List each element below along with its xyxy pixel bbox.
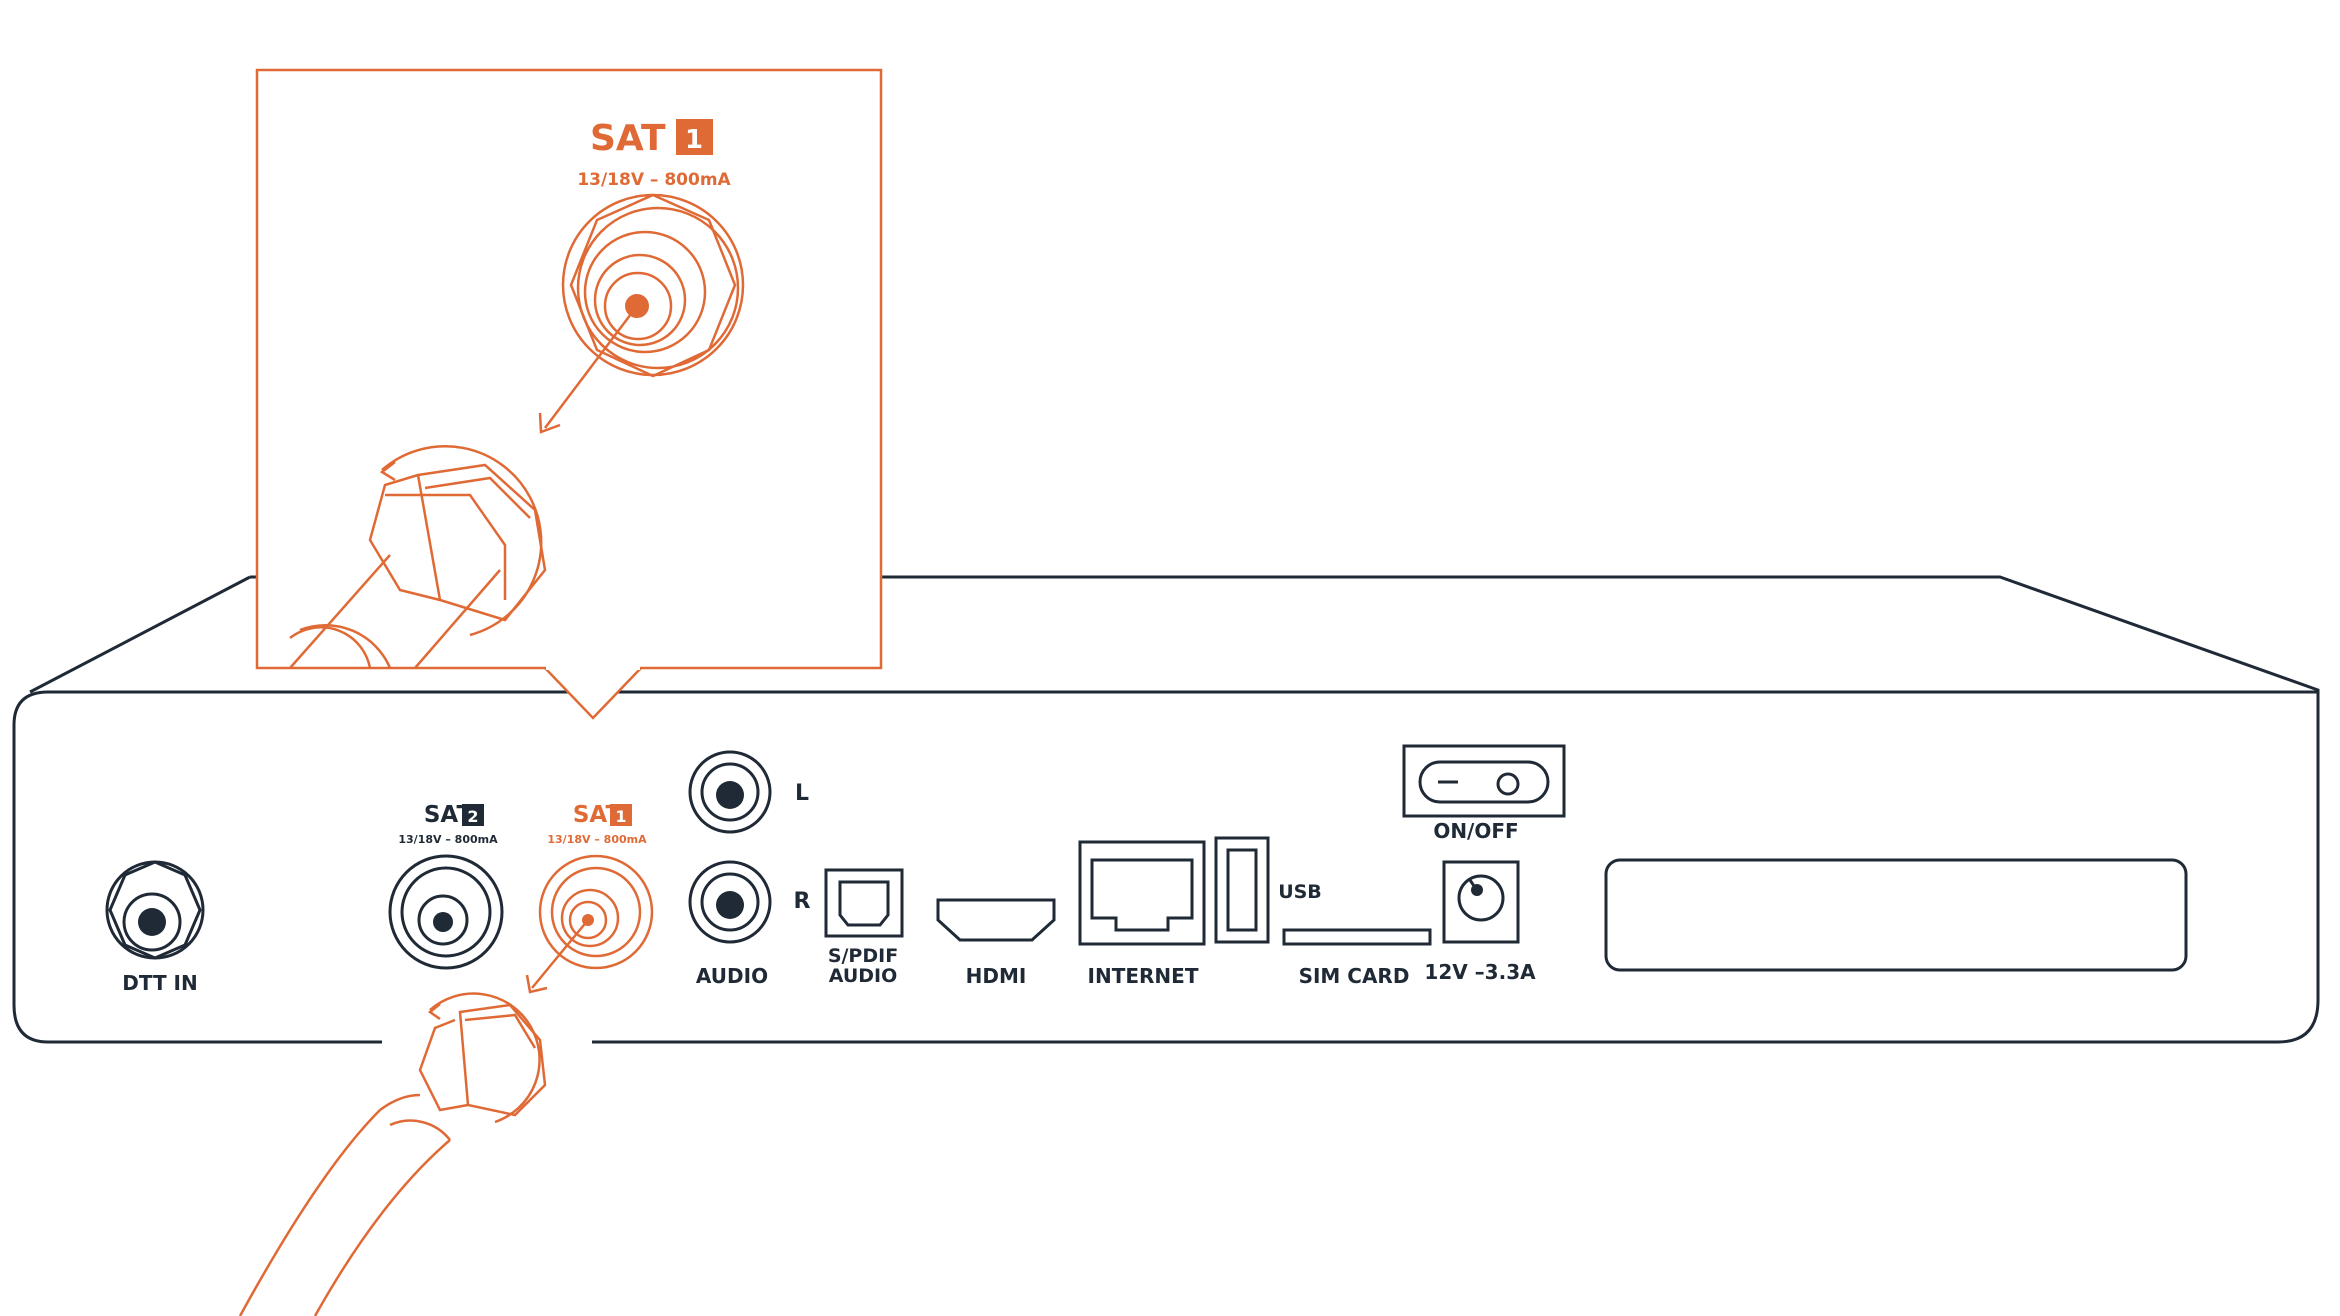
dtt-in-port: DTT IN: [105, 860, 205, 995]
audio-ports: L R AUDIO: [688, 750, 811, 988]
zoom-number-badge: [676, 119, 713, 155]
power-switch-icon: [1402, 744, 1566, 818]
usb-port-icon: [1214, 836, 1270, 944]
coax-connector-icon: [538, 854, 654, 970]
insert-arrow-icon: [538, 305, 638, 434]
on-off-label: ON/OFF: [1433, 819, 1518, 843]
sat1-number-badge: [610, 804, 632, 826]
ethernet-port-icon: [1078, 840, 1206, 946]
spdif-label-line1: S/PDIF: [828, 945, 898, 967]
zoom-number: 1: [685, 125, 703, 155]
usb-label: USB: [1278, 881, 1322, 903]
audio-label: AUDIO: [696, 964, 768, 988]
coax-connector-icon: [561, 193, 745, 378]
power-switch: ON/OFF: [1402, 744, 1566, 843]
power-spec-label: 12V –3.3A: [1424, 960, 1536, 984]
sat2-port: SAT 2 13/18V – 800mA: [388, 802, 504, 970]
sat1-spec: 13/18V – 800mA: [547, 833, 647, 846]
rotate-arrow-icon: [427, 992, 541, 1124]
dc-jack-icon: [1442, 860, 1520, 944]
sat1-number: 1: [615, 807, 626, 826]
zoom-port-label: SAT 1 13/18V – 800mA: [577, 118, 731, 190]
sim-card-slot: SIM CARD: [1282, 928, 1432, 988]
hdmi-label: HDMI: [966, 964, 1027, 988]
optical-port-icon: [824, 868, 904, 938]
internet-label: INTERNET: [1088, 964, 1199, 988]
spdif-port: S/PDIF AUDIO: [824, 868, 904, 987]
zoom-sat-label: SAT: [590, 118, 666, 159]
sat2-number: 2: [467, 807, 478, 826]
label-plate: [1604, 858, 2188, 972]
hdmi-port-icon: [936, 898, 1056, 942]
usb-port: USB: [1214, 836, 1322, 944]
rca-jack-icon: [688, 860, 772, 944]
zoom-callout: SAT 1 13/18V – 800mA: [255, 68, 883, 720]
sat1-cable: [238, 992, 547, 1316]
zoom-spec: 13/18V – 800mA: [577, 170, 731, 190]
audio-r-label: R: [794, 889, 811, 914]
hdmi-port: HDMI: [936, 898, 1056, 988]
dtt-in-label: DTT IN: [122, 971, 198, 995]
insert-arrow-icon: [525, 919, 589, 994]
rca-jack-icon: [688, 750, 772, 834]
sat2-number-badge: [462, 804, 484, 826]
dc-power-port: 12V –3.3A: [1424, 860, 1536, 984]
cable-nut-icon: [368, 463, 547, 622]
sat2-spec: 13/18V – 800mA: [398, 833, 498, 846]
audio-l-label: L: [795, 781, 809, 806]
internet-port: INTERNET: [1078, 840, 1206, 988]
spdif-label-line2: AUDIO: [829, 965, 898, 987]
sim-slot-icon: [1282, 928, 1432, 946]
receiver-body: [12, 575, 2320, 1044]
sat1-port: SAT 1 13/18V – 800mA: [525, 802, 654, 994]
sim-card-label: SIM CARD: [1299, 964, 1410, 988]
cable-icon: [289, 554, 501, 669]
